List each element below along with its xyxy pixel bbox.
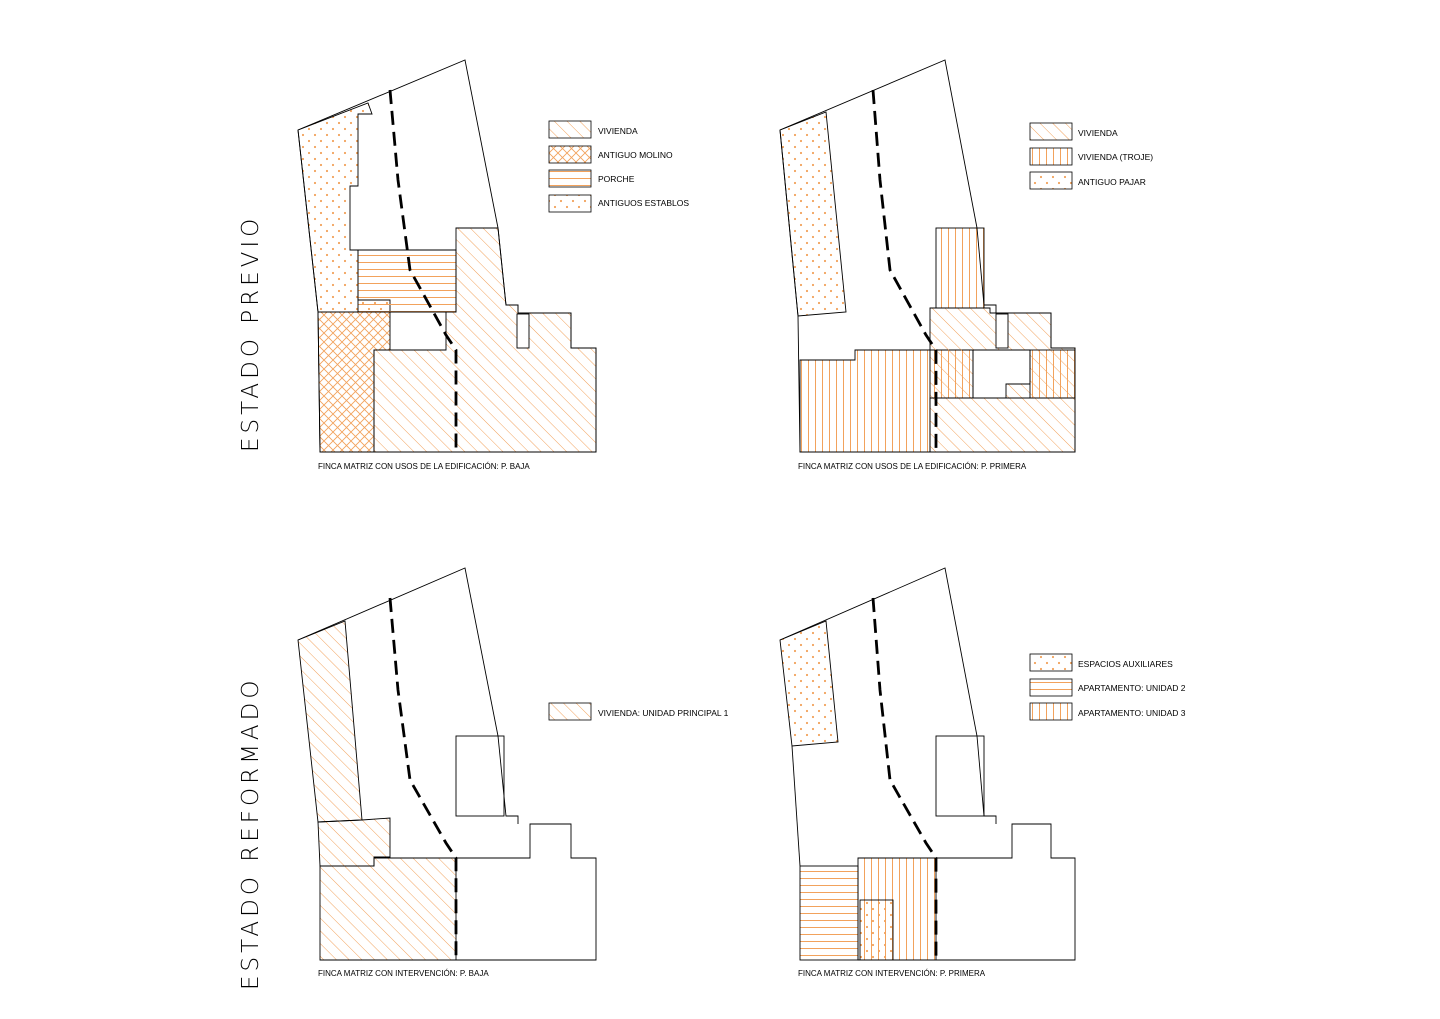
legend-bl: VIVIENDA: UNIDAD PRINCIPAL 1 (548, 702, 729, 721)
legend-label: VIVIENDA (598, 126, 638, 136)
legend-label: APARTAMENTO: UNIDAD 3 (1078, 708, 1186, 718)
area-vivienda-troje-right (1029, 349, 1076, 399)
caption-tr: FINCA MATRIZ CON USOS DE LA EDIFICACIÓN:… (798, 462, 1027, 471)
division-line (871, 597, 938, 960)
legend-label: ANTIGUO MOLINO (598, 150, 673, 160)
area-espacios-auxiliares-small (859, 899, 894, 961)
plan-ground-floor-previous: VIVIENDA ANTIGUO MOLINO PORCHE ANTIGUOS … (297, 59, 689, 471)
area-vivienda-bottom (929, 397, 1076, 453)
plot-boundary (779, 567, 997, 824)
legend-label: ESPACIOS AUXILIARES (1078, 659, 1173, 669)
legend-swatch-apartamento-3 (1029, 702, 1073, 721)
division-line (871, 89, 938, 452)
legend-swatch-antiguo-pajar (1029, 171, 1073, 190)
legend-swatch-unidad-principal (548, 702, 592, 721)
legend-label: ANTIGUO PAJAR (1078, 177, 1146, 187)
division-line (388, 597, 458, 960)
area-unidad-principal-west (297, 620, 363, 823)
plot-boundary (779, 59, 1076, 453)
legend-tr: VIVIENDA VIVIENDA (TROJE) ANTIGUO PAJAR (1029, 122, 1153, 190)
outbuilding (935, 735, 985, 817)
section-label-previous: ESTADO PREVIO (238, 215, 264, 452)
interior-wall (791, 745, 801, 867)
legend-swatch-porche (548, 169, 592, 188)
plot-boundary (297, 59, 597, 453)
division-line (388, 89, 458, 452)
legend-swatch-antiguo-molino (548, 145, 592, 164)
legend-swatch-vivienda-troje (1029, 147, 1073, 166)
area-apartamento-2 (799, 865, 859, 961)
legend-swatch-vivienda (1029, 122, 1073, 141)
plan-first-floor-previous: VIVIENDA VIVIENDA (TROJE) ANTIGUO PAJAR … (779, 59, 1153, 471)
legend-swatch-espacios-auxiliares (1029, 653, 1073, 672)
building-outline (936, 823, 1076, 961)
legend-label: PORCHE (598, 174, 635, 184)
area-antiguo-pajar (779, 111, 847, 317)
area-notch (516, 313, 530, 349)
caption-tl: FINCA MATRIZ CON USOS DE LA EDIFICACIÓN:… (318, 462, 530, 471)
building-outline (456, 823, 597, 961)
legend-label: VIVIENDA: UNIDAD PRINCIPAL 1 (598, 708, 729, 718)
legend-label: VIVIENDA (TROJE) (1078, 152, 1153, 162)
area-espacios-auxiliares-west (779, 620, 839, 747)
legend-swatch-antiguos-establos (548, 194, 592, 213)
caption-bl: FINCA MATRIZ CON INTERVENCIÓN: P. BAJA (318, 969, 489, 978)
legend-label: VIVIENDA (1078, 128, 1118, 138)
plan-first-floor-reformed: ESPACIOS AUXILIARES APARTAMENTO: UNIDAD … (779, 567, 1186, 978)
legend-swatch-vivienda (548, 120, 592, 139)
area-troje-upper (935, 227, 985, 309)
plot-boundary (297, 567, 519, 824)
plan-ground-floor-reformed: VIVIENDA: UNIDAD PRINCIPAL 1 FINCA MATRI… (297, 567, 729, 978)
area-porche (357, 249, 457, 313)
legend-label: APARTAMENTO: UNIDAD 2 (1078, 683, 1186, 693)
legend-tl: VIVIENDA ANTIGUO MOLINO PORCHE ANTIGUOS … (548, 120, 689, 213)
outbuilding (455, 735, 505, 817)
area-notch (995, 313, 1009, 349)
legend-swatch-apartamento-2 (1029, 678, 1073, 697)
caption-br: FINCA MATRIZ CON INTERVENCIÓN: P. PRIMER… (798, 969, 986, 978)
section-label-reformed: ESTADO REFORMADO (238, 677, 264, 990)
legend-br: ESPACIOS AUXILIARES APARTAMENTO: UNIDAD … (1029, 653, 1186, 721)
legend-label: ANTIGUOS ESTABLOS (598, 198, 689, 208)
area-unidad-principal-south (319, 857, 457, 961)
